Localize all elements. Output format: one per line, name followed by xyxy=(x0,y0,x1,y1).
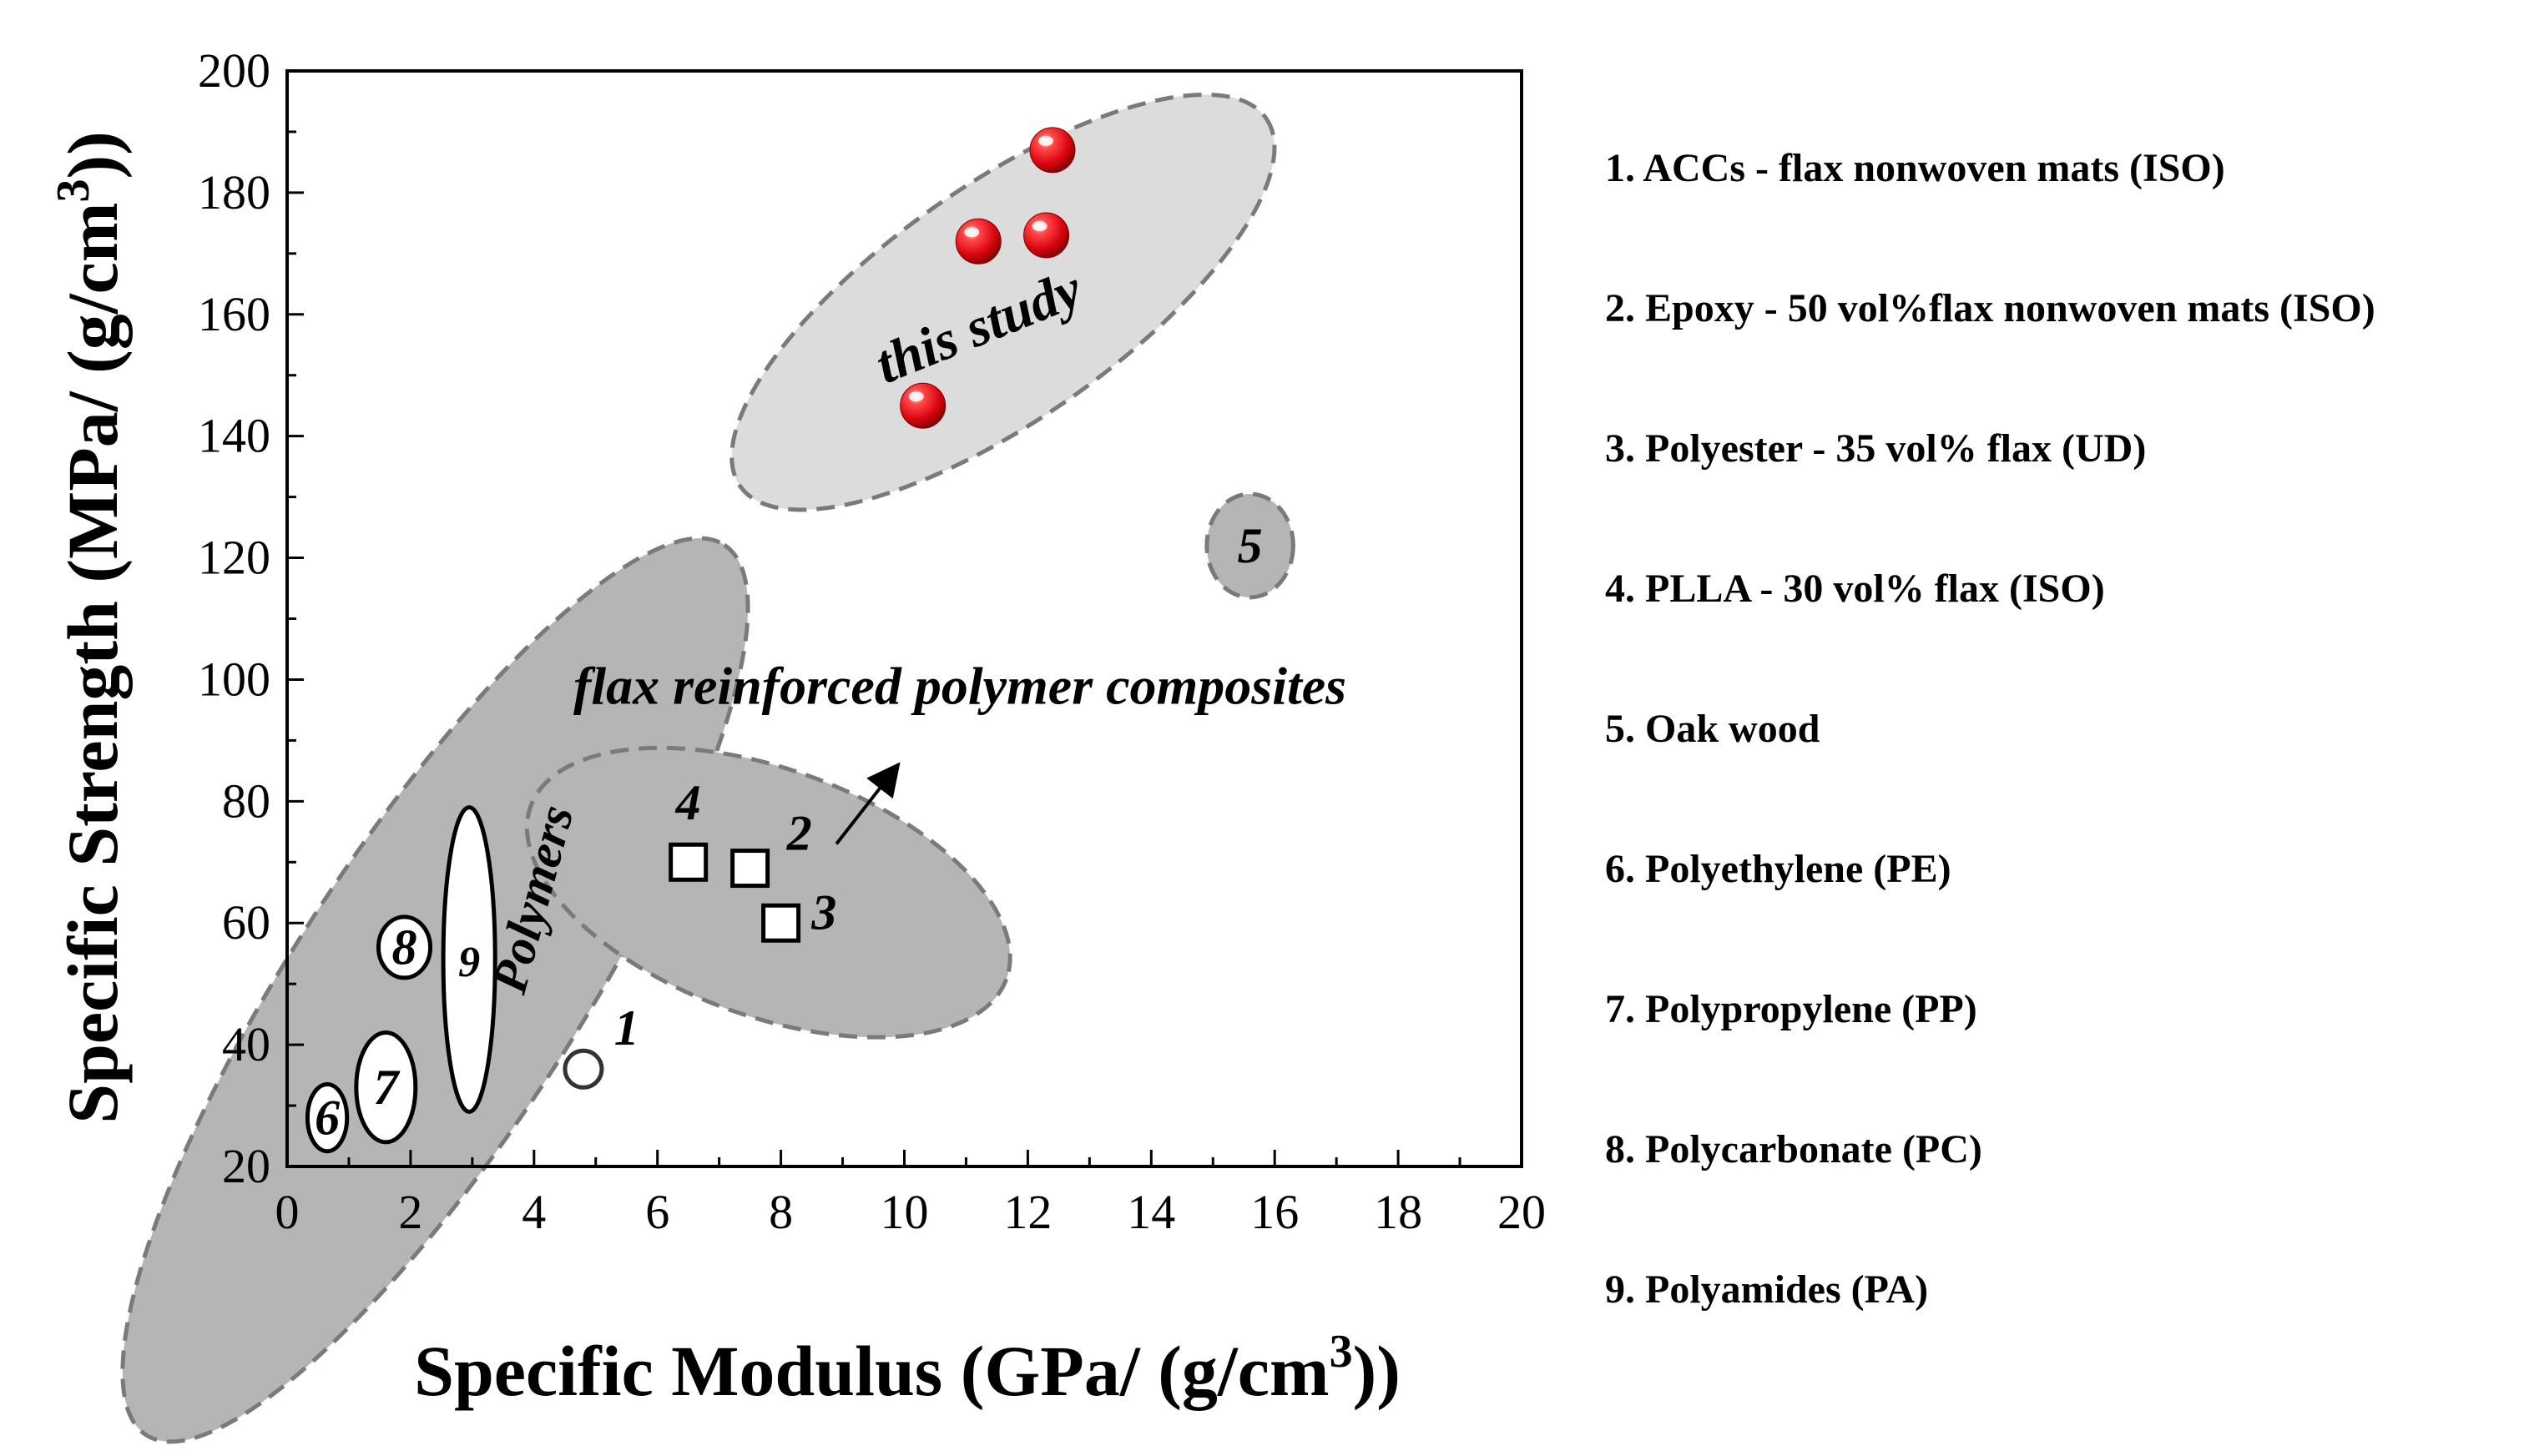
y-tick-label: 160 xyxy=(198,287,270,341)
x-axis: 0 2 4 6 8 10 12 14 16 18 20 xyxy=(275,1150,1546,1239)
x-tick-label: 18 xyxy=(1374,1185,1422,1239)
ellipse-label-6: 6 xyxy=(315,1091,340,1146)
y-axis-title: Specific Strength (MPa/ (g/cm3)) xyxy=(48,131,133,1124)
y-axis-title-end: )) xyxy=(53,131,133,179)
x-tick-label: 12 xyxy=(1003,1185,1052,1239)
point-label-4: 4 xyxy=(675,775,701,830)
this-study-point xyxy=(955,218,1002,264)
y-tick-label: 20 xyxy=(222,1139,270,1193)
y-tick-label: 180 xyxy=(198,165,270,219)
region-label-oak-wood: 5 xyxy=(1238,518,1263,573)
y-tick-label: 80 xyxy=(222,773,270,828)
x-axis-title: Specific Modulus (GPa/ (g/cm3)) xyxy=(414,1326,1401,1411)
ellipse-6 xyxy=(305,1082,350,1154)
square-marker-3 xyxy=(761,903,801,943)
region-oak-wood xyxy=(1204,491,1295,600)
y-tick-label: 40 xyxy=(222,1017,270,1071)
point-label-3: 3 xyxy=(810,885,836,940)
square-marker-2 xyxy=(730,849,770,889)
this-study-point xyxy=(1023,212,1070,259)
y-tick-label: 200 xyxy=(198,43,270,98)
x-tick-label: 2 xyxy=(398,1185,422,1239)
ellipse-label-8: 8 xyxy=(392,919,417,975)
legend-item: 5. Oak wood xyxy=(1605,707,1820,751)
this-study-point xyxy=(900,382,946,429)
annotation-arrow xyxy=(835,762,901,845)
legend-item: 9. Polyamides (PA) xyxy=(1605,1267,1928,1312)
ellipse-label-7: 7 xyxy=(373,1060,400,1115)
composites-annotation: flax reinforced polymer composites xyxy=(573,657,1346,716)
y-tick-label: 120 xyxy=(198,531,270,585)
regions-layer xyxy=(120,92,1295,1444)
region-composites xyxy=(524,745,1012,1040)
y-axis-title-main: Specific Strength (MPa/ (g/cm xyxy=(53,203,133,1124)
this-study-point-highlight xyxy=(908,391,924,402)
point-label-1: 1 xyxy=(614,1000,639,1055)
x-tick-label: 14 xyxy=(1127,1185,1175,1239)
ellipse-label-9: 9 xyxy=(458,939,480,986)
ellipse-9 xyxy=(441,805,497,1114)
x-tick-label: 4 xyxy=(522,1185,546,1239)
square-marker-4 xyxy=(669,842,709,882)
this-study-point-highlight xyxy=(1037,135,1053,146)
legend-item: 1. ACCs - flax nonwoven mats (ISO) xyxy=(1605,146,2225,190)
ellipse-7 xyxy=(354,1030,418,1145)
y-axis-title-sup: 3 xyxy=(48,179,99,203)
legend-item: 6. Polyethylene (PE) xyxy=(1605,847,1951,891)
y-axis: 20 40 60 80 100 120 140 160 180 200 xyxy=(198,43,304,1193)
x-axis-title-end: )) xyxy=(1353,1331,1401,1411)
legend-item: 8. Polycarbonate (PC) xyxy=(1605,1127,1982,1171)
circle-marker-1 xyxy=(563,1048,604,1090)
x-axis-title-sup: 3 xyxy=(1330,1326,1353,1378)
this-study-point-highlight xyxy=(964,227,980,238)
x-tick-label: 16 xyxy=(1250,1185,1299,1239)
point-label-2: 2 xyxy=(786,806,812,861)
this-study-point-highlight xyxy=(1032,220,1047,231)
y-tick-label: 60 xyxy=(222,895,270,950)
x-tick-label: 8 xyxy=(769,1185,793,1239)
x-axis-title-main: Specific Modulus (GPa/ (g/cm xyxy=(414,1331,1329,1411)
legend-item: 2. Epoxy - 50 vol%flax nonwoven mats (IS… xyxy=(1605,286,2375,330)
region-this-study xyxy=(729,92,1277,512)
legend: 1. ACCs - flax nonwoven mats (ISO) 2. Epo… xyxy=(1605,146,2375,1312)
y-tick-label: 100 xyxy=(198,652,270,706)
x-tick-label: 10 xyxy=(881,1185,929,1239)
legend-item: 3. Polyester - 35 vol% flax (UD) xyxy=(1605,426,2146,471)
ellipse-8 xyxy=(376,914,433,980)
legend-item: 7. Polypropylene (PP) xyxy=(1605,987,1977,1031)
legend-item: 4. PLLA - 30 vol% flax (ISO) xyxy=(1605,567,2105,611)
x-tick-label: 6 xyxy=(645,1185,669,1239)
y-tick-label: 140 xyxy=(198,409,270,463)
x-tick-label: 20 xyxy=(1497,1185,1546,1239)
this-study-point xyxy=(1029,127,1076,174)
x-tick-label: 0 xyxy=(275,1185,300,1239)
